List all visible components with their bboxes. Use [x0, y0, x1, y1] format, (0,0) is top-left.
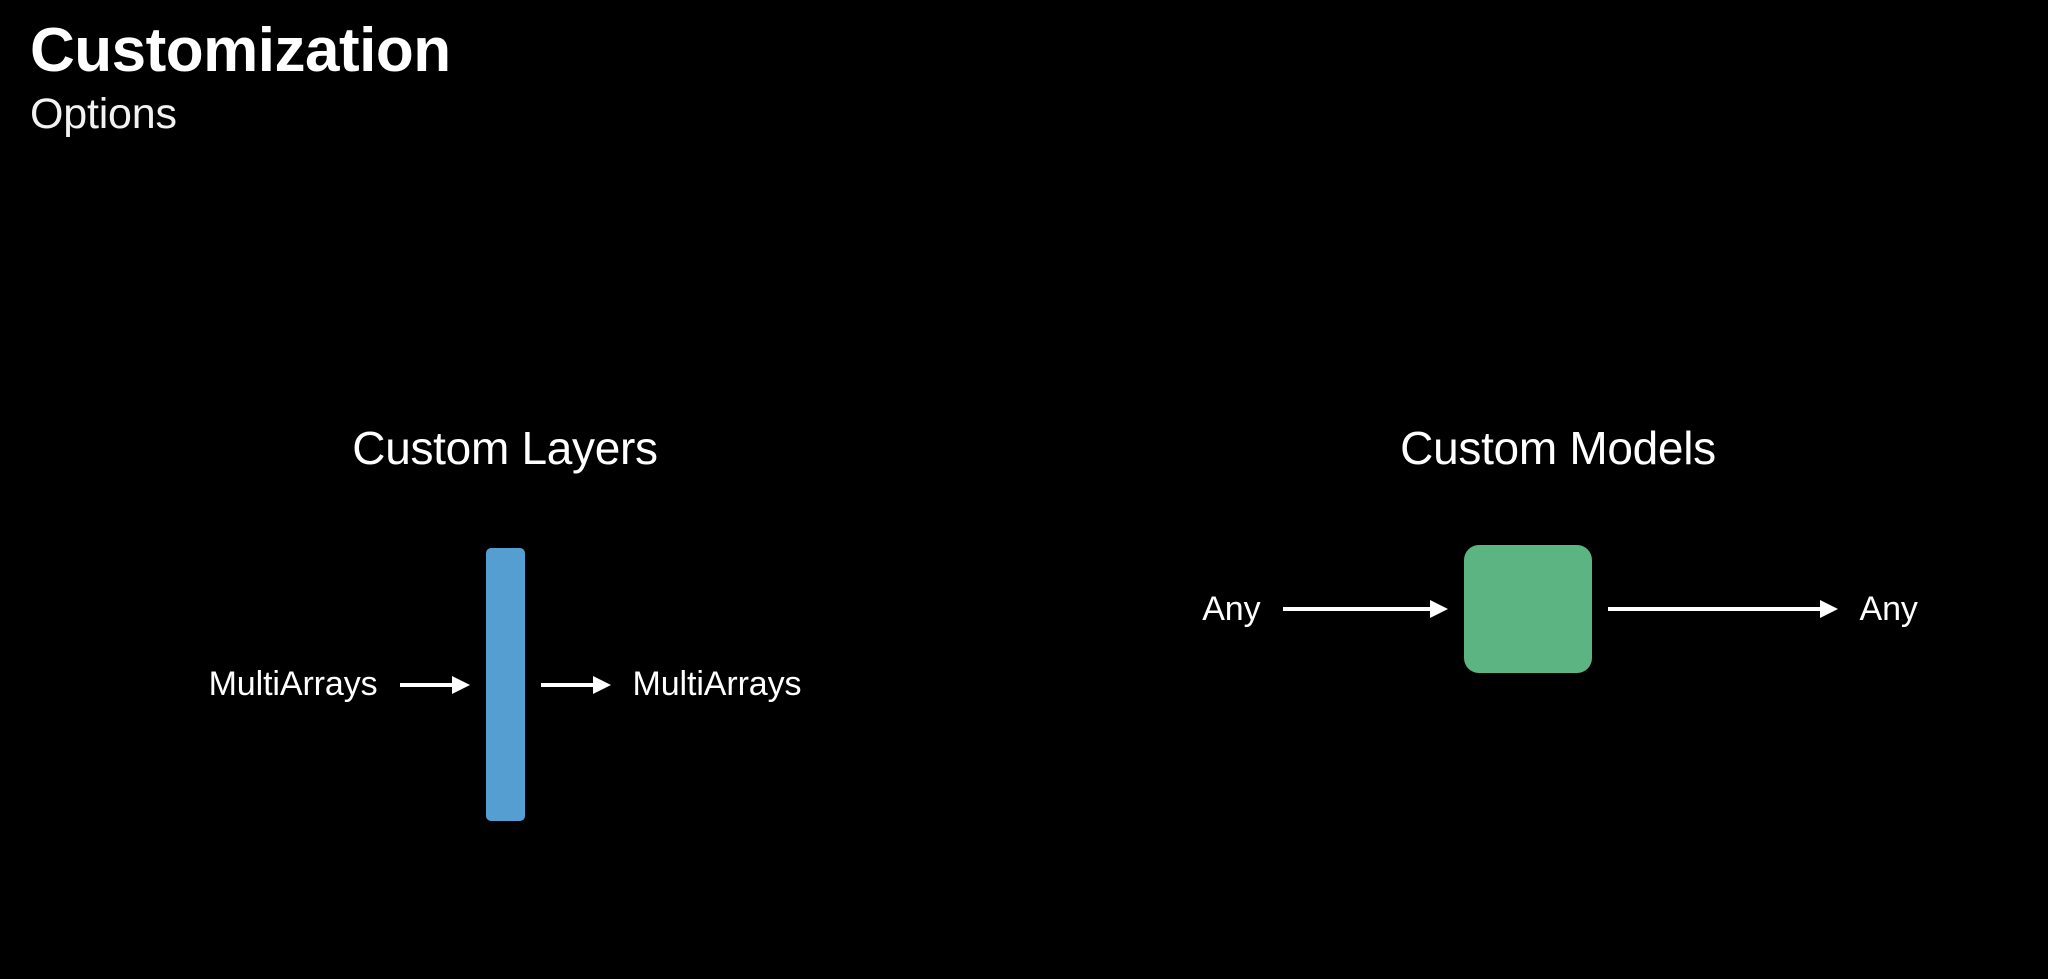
panel-heading-custom-models: Custom Models — [1400, 422, 1716, 474]
input-label-multiarrays: MultiArrays — [208, 665, 378, 703]
output-label-multiarrays: MultiArrays — [632, 665, 802, 703]
output-label-any: Any — [1859, 589, 1918, 628]
title-block: Customization Options — [30, 18, 930, 138]
panel-custom-models: Custom Models Any Any — [1202, 420, 1918, 673]
panel-heading-custom-layers: Custom Layers — [352, 422, 658, 474]
input-label-any: Any — [1202, 589, 1261, 628]
flow-row-custom-models: Any Any — [1202, 545, 1918, 673]
output-arrow-icon — [540, 675, 611, 694]
flow-row-custom-layers: MultiArrays MultiArrays — [170, 548, 840, 821]
page-title: Customization — [30, 16, 451, 85]
input-arrow-icon — [1282, 600, 1448, 618]
page-subtitle: Options — [30, 89, 177, 138]
custom-model-block — [1463, 545, 1592, 673]
panel-custom-layers: Custom Layers MultiArrays MultiArrays — [170, 420, 840, 821]
input-arrow-icon — [399, 675, 470, 694]
output-arrow-icon — [1607, 600, 1838, 618]
custom-layer-block — [485, 548, 525, 821]
